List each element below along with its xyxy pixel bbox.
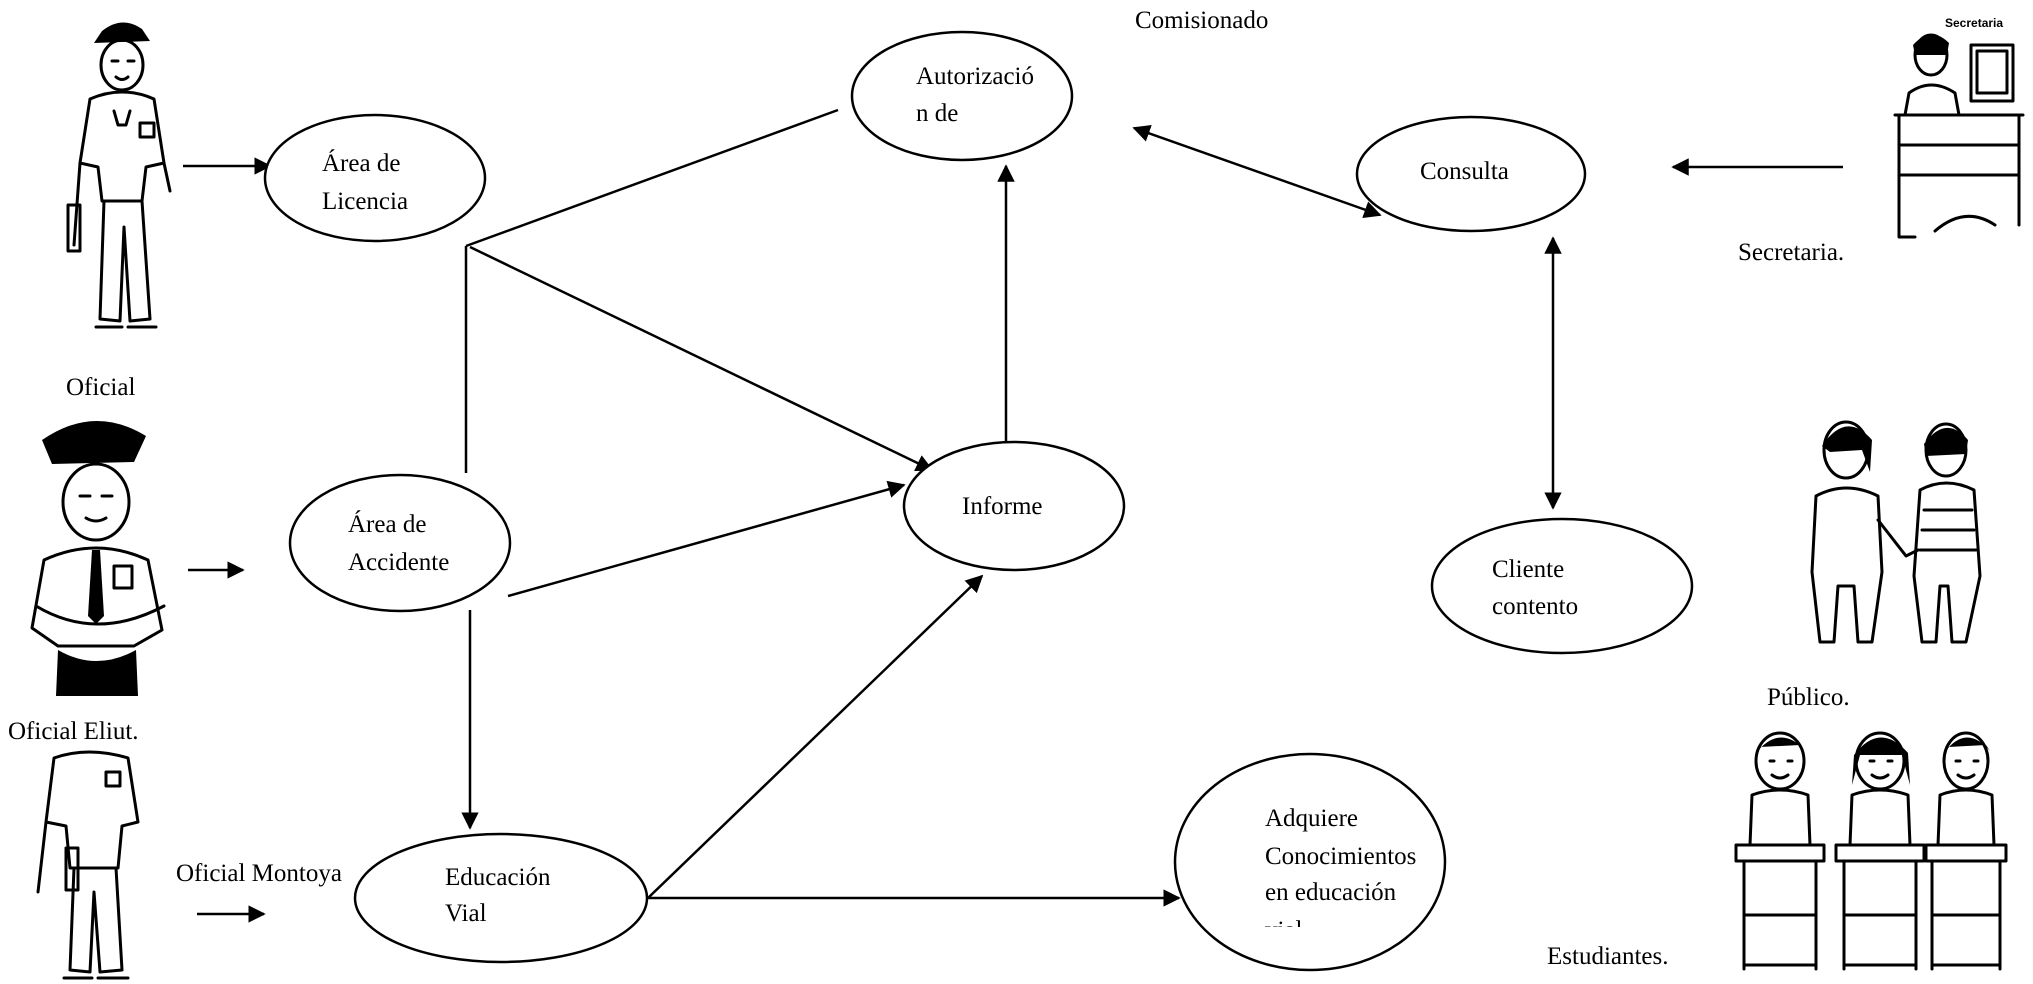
cliente-line2: contento <box>1492 593 1578 620</box>
edge-licencia-to-informe <box>469 245 934 472</box>
area-licencia-line2: Licencia <box>322 188 408 215</box>
edge-autorizacion-consulta <box>1132 125 1382 218</box>
autorizacion-line2: n de <box>916 100 958 127</box>
edge-educacion-to-informe <box>647 574 984 899</box>
adquiere-line4: vial <box>1265 917 1303 944</box>
policewoman-icon <box>14 410 184 700</box>
student-icon <box>1834 731 1926 971</box>
label-estudiantes: Estudiantes. <box>1547 943 1669 970</box>
autorizacion-line1: Autorizació <box>916 63 1034 90</box>
informe-label: Informe <box>962 493 1043 520</box>
edge-licencia-autorizacion <box>465 108 839 248</box>
students-at-desks-icon <box>1734 731 2008 971</box>
adquiere-line1: Adquiere <box>1265 805 1358 832</box>
label-comisionado: Comisionado <box>1135 7 1268 34</box>
node-adquiere: Adquiere Conocimientos en educación vial <box>1173 752 1447 972</box>
node-educacion-vial: Educación Vial <box>353 832 649 964</box>
node-area-licencia: Área de Licencia <box>263 113 487 243</box>
adquiere-line3: en educación <box>1265 879 1397 906</box>
educacion-line2: Vial <box>445 900 487 927</box>
label-oficial: Oficial <box>66 374 135 401</box>
police-officer-icon <box>66 22 172 329</box>
label-oficial-montoya: Oficial Montoya <box>176 860 342 887</box>
node-cliente-contento: Cliente contento <box>1430 517 1694 655</box>
consulta-label: Consulta <box>1420 158 1509 185</box>
node-autorizacion: Autorizació n de <box>850 30 1074 162</box>
area-accidente-line2: Accidente <box>348 549 449 576</box>
area-accidente-line1: Área de <box>348 510 426 538</box>
student-icon <box>1734 731 1826 971</box>
label-secretaria: Secretaria. <box>1738 239 1844 266</box>
police-officer-icon <box>36 750 140 980</box>
secretaria-sign: Secretaria <box>1945 16 2003 30</box>
adquiere-line2: Conocimientos <box>1265 843 1416 870</box>
secretary-at-desk-icon: Secretaria <box>1893 16 2025 239</box>
node-area-accidente: Área de Accidente <box>288 473 512 613</box>
edges <box>183 108 1843 923</box>
label-publico: Público. <box>1767 684 1850 711</box>
node-informe: Informe <box>902 440 1126 572</box>
educacion-line1: Educación <box>445 864 551 891</box>
student-icon <box>1924 731 2008 971</box>
node-consulta: Consulta <box>1355 115 1587 233</box>
two-people-talking-icon <box>1810 420 1982 644</box>
edge-accidente-to-informe <box>507 480 906 598</box>
cliente-line1: Cliente <box>1492 556 1564 583</box>
area-licencia-line1: Área de <box>322 149 400 177</box>
label-oficial-eliut: Oficial Eliut. <box>8 718 139 745</box>
